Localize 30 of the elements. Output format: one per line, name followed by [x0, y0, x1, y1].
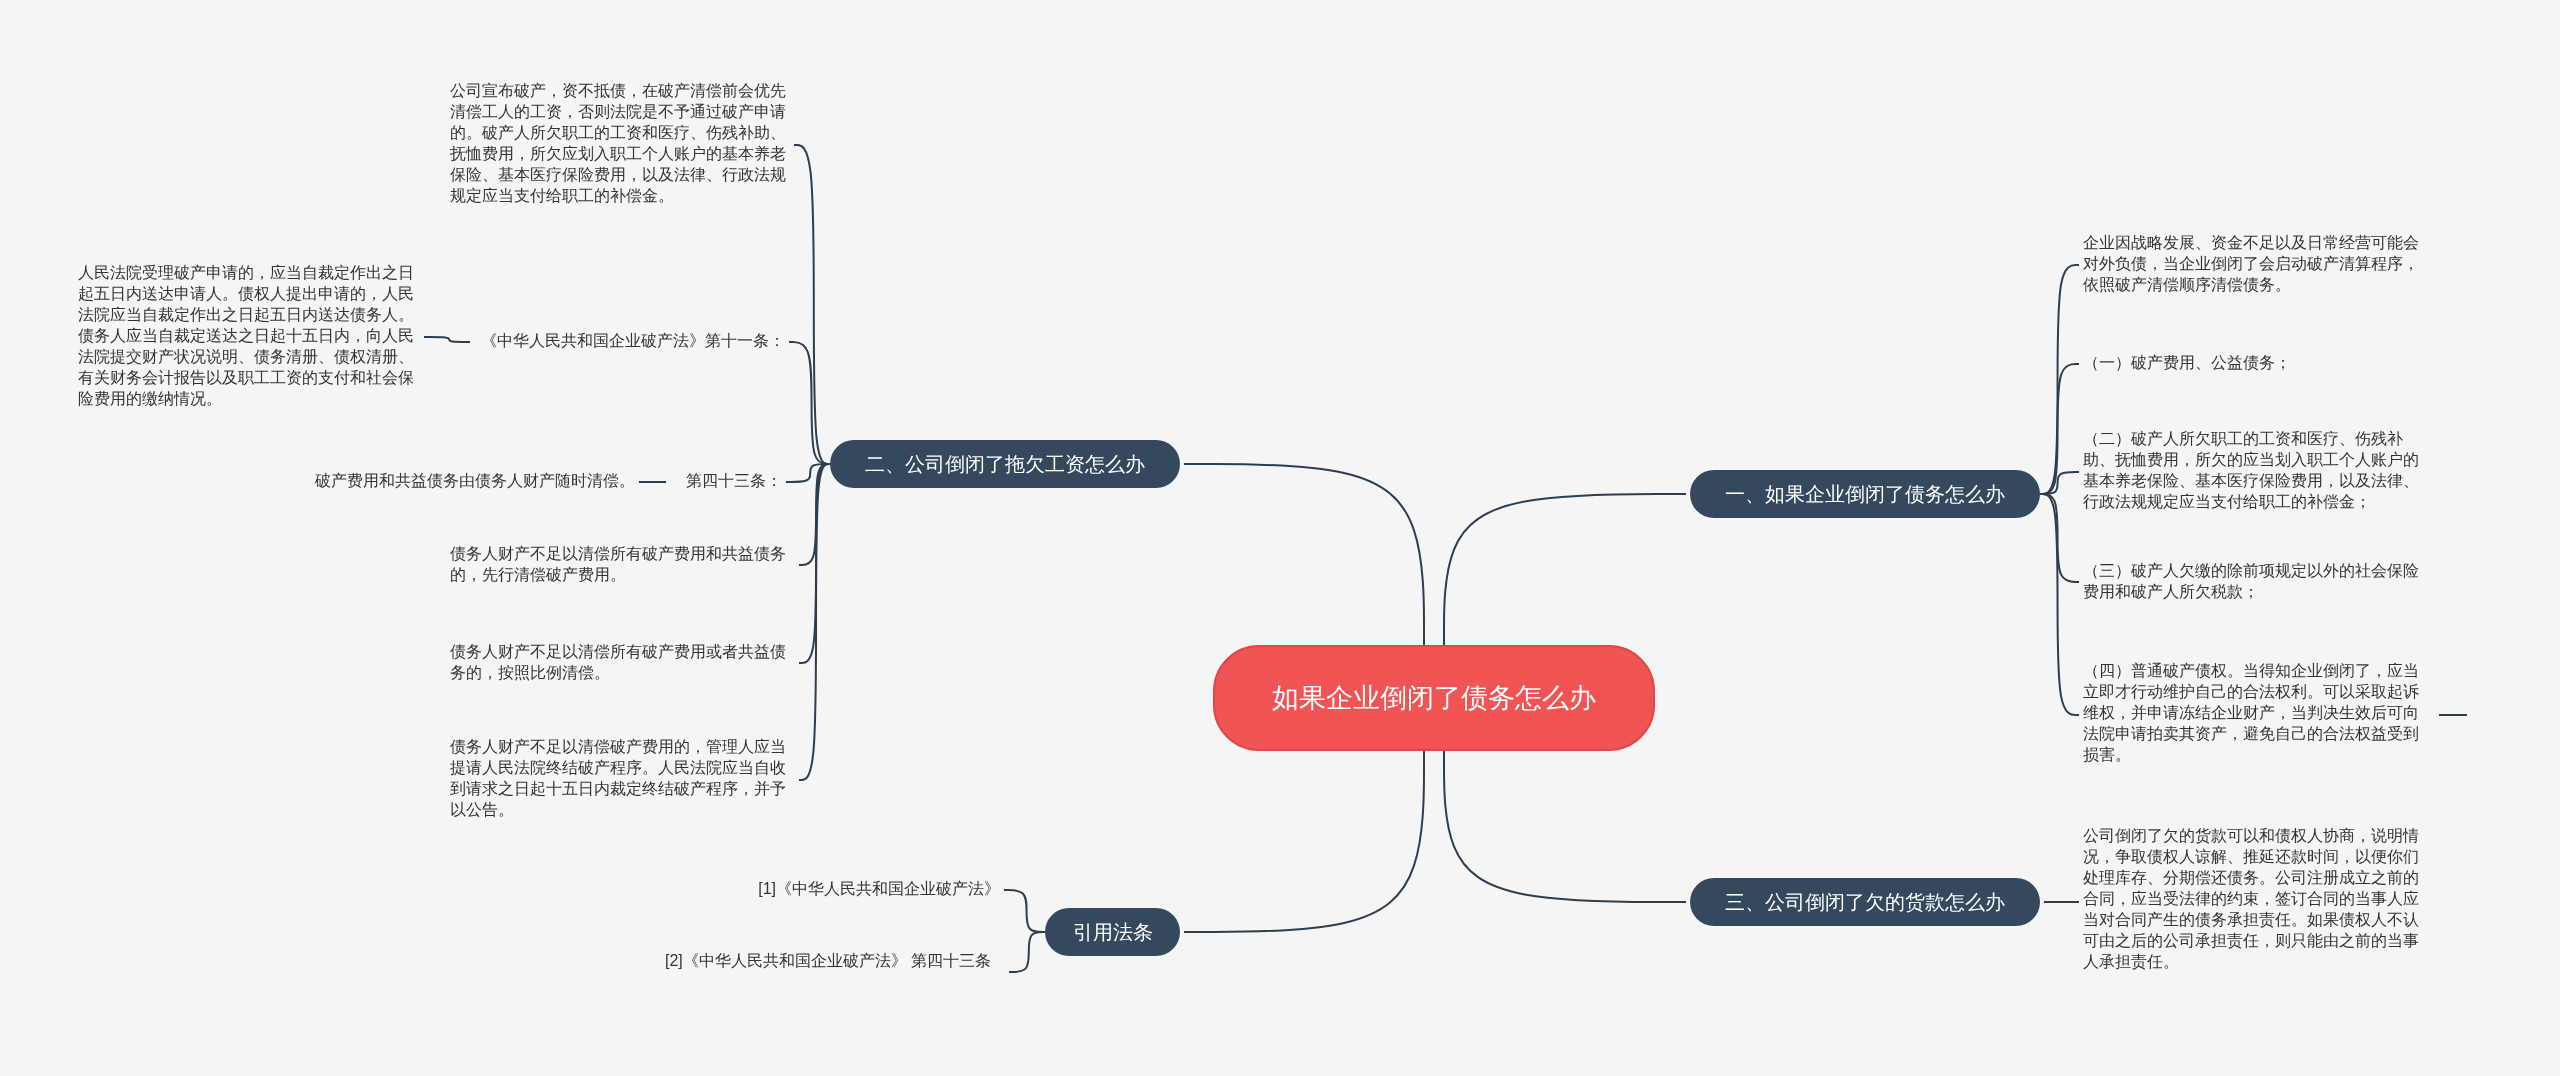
- note-text: 《中华人民共和国企业破产法》第十一条：: [470, 330, 785, 354]
- note-text: 债务人财产不足以清偿破产费用的，管理人应当提请人民法院终结破产程序。人民法院应当自收到请求之日起十五日内裁定终结破产程序，并予以公告。: [450, 736, 795, 824]
- note-text: 人民法院受理破产申请的，应当自裁定作出之日起五日内送达申请人。债权人提出申请的，人民法院应当自裁定作出之日起五日内送达债务人。债务人应当自裁定送达之日起十五日内，向人民法院提交财产状况说明、债务清册、债权清册、有关财务会计报告以及职工工资的支付和社会保险费用的缴纳情况。: [78, 262, 420, 412]
- connector-line: [2043, 901, 2080, 903]
- topic-pill: 三、公司倒闭了欠的货款怎么办: [1690, 878, 2040, 926]
- connector-line: [423, 336, 471, 343]
- topic-pill: 引用法条: [1045, 908, 1180, 956]
- central-topic: 如果企业倒闭了债务怎么办: [1213, 645, 1655, 751]
- note-text: 第四十三条：: [670, 470, 782, 494]
- note-text: 破产费用和共益债务由债务人财产随时清偿。: [290, 470, 635, 494]
- connector-line: [1183, 750, 1425, 933]
- note-text: 债务人财产不足以清偿所有破产费用或者共益债务的，按照比例清偿。: [450, 641, 795, 685]
- note-text: 企业因战略发展、资金不足以及日常经营可能会对外负债，当企业倒闭了会启动破产清算程序，依照破产清偿顺序清偿债务。: [2083, 232, 2433, 298]
- note-text: （一）破产费用、公益债务；: [2083, 352, 2433, 376]
- connector-line: [1443, 493, 1687, 646]
- note-text: （三）破产人欠缴的除前项规定以外的社会保险费用和破产人所欠税款；: [2083, 560, 2433, 604]
- note-text: 公司宣布破产，资不抵债，在破产清偿前会优先清偿工人的工资，否则法院是不予通过破产申请的。破产人所欠职工的工资和医疗、伤残补助、抚恤费用，所欠应划入职工个人账户的基本养老保险、基本医疗保险费用，以及法律、行政法规规定应当支付给职工的补偿金。: [450, 80, 790, 210]
- note-text: [1]《中华人民共和国企业破产法》: [700, 878, 1000, 902]
- note-text: 公司倒闭了欠的货款可以和债权人协商，说明情况，争取债权人谅解、推延还款时间，以便你们处理库存、分期偿还债务。公司注册成立之前的合同，应当受法律的约束，签订合同的当事人应当对合同产生的债务承担责任。如果债权人不认可由之后的公司承担责任，则只能由之前的当事人承担责任。: [2083, 825, 2433, 979]
- connector-line: [2438, 714, 2468, 716]
- note-text: [2]《中华人民共和国企业破产法》 第四十三条: [665, 950, 1005, 994]
- note-text: （二）破产人所欠职工的工资和医疗、伤残补助、抚恤费用，所欠的应当划入职工个人账户的基本养老保险、基本医疗保险费用，以及法律、行政法规规定应当支付给职工的补偿金；: [2083, 428, 2433, 516]
- connector-line: [1183, 463, 1425, 646]
- connector-line: [798, 463, 831, 781]
- connector-line: [1443, 750, 1687, 903]
- note-text: （四）普通破产债权。当得知企业倒闭了，应当立即才行动维护自己的合法权利。可以采取起诉维权，并申请冻结企业财产，当判决生效后可向法院申请拍卖其资产，避免自己的合法权益受到损害。: [2083, 660, 2433, 770]
- topic-pill: 二、公司倒闭了拖欠工资怎么办: [830, 440, 1180, 488]
- topic-pill: 一、如果企业倒闭了债务怎么办: [1690, 470, 2040, 518]
- note-text: 债务人财产不足以清偿所有破产费用和共益债务的，先行清偿破产费用。: [450, 543, 795, 587]
- connector-line: [638, 481, 667, 483]
